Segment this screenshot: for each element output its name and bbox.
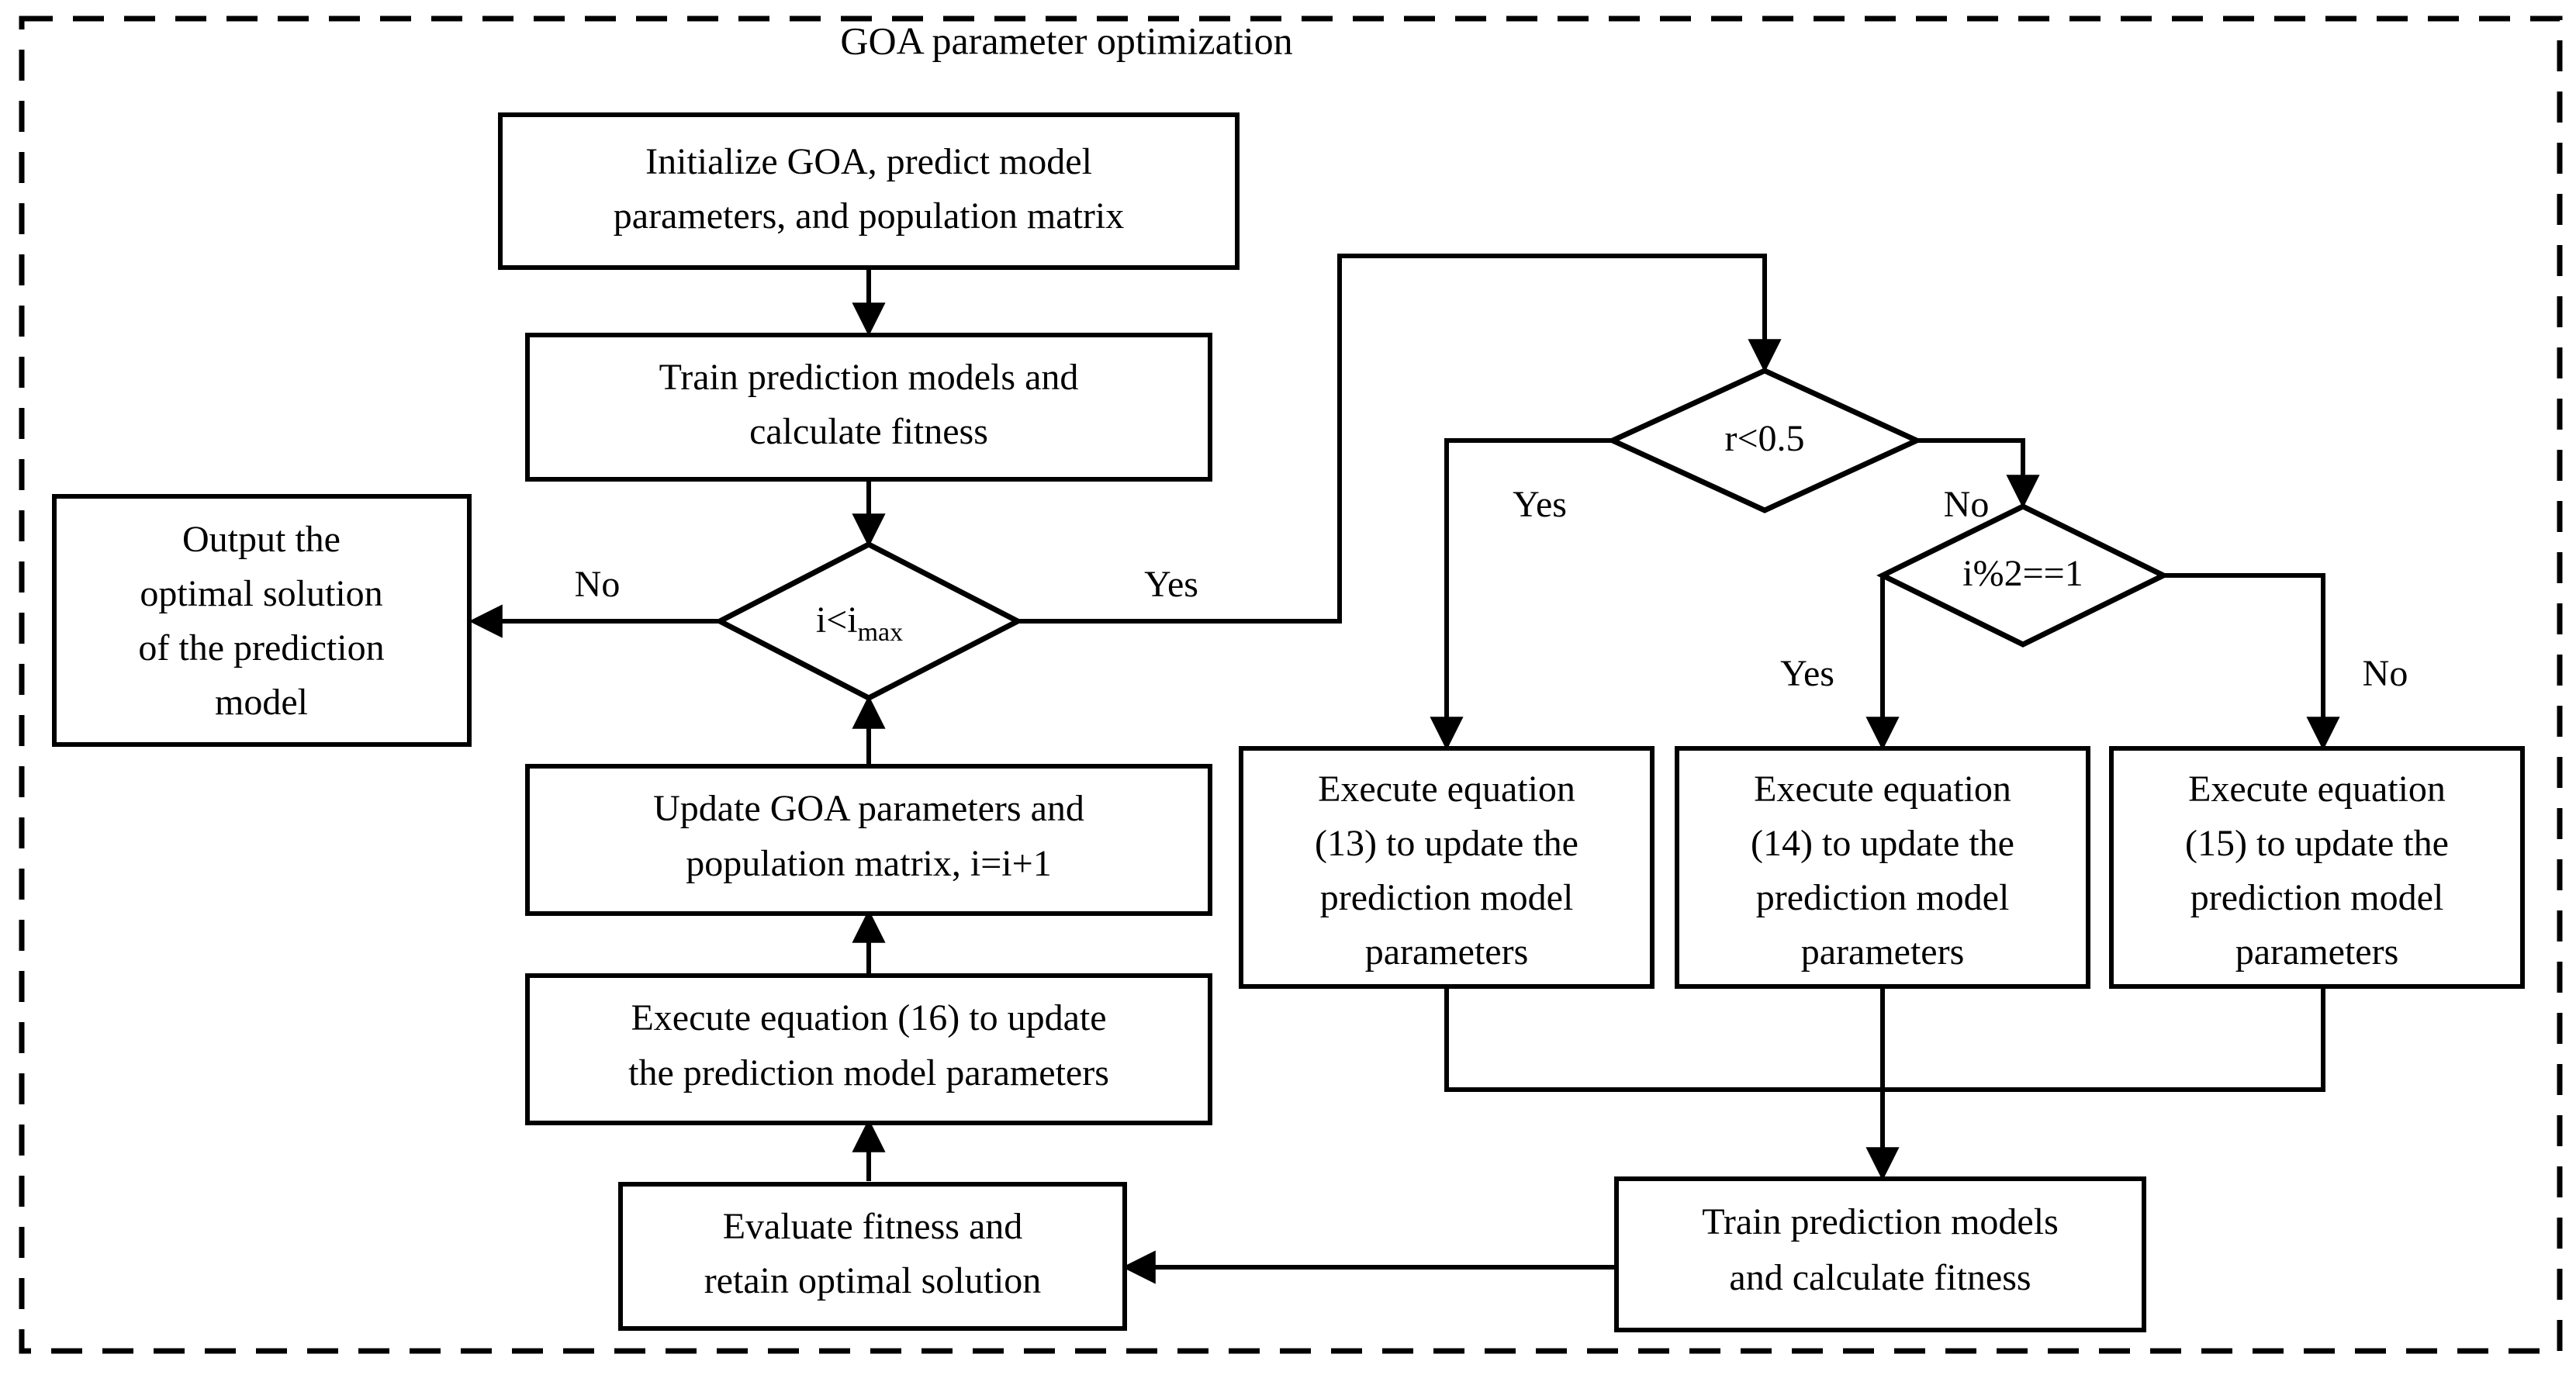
node-eq13-line-4: parameters	[1365, 931, 1529, 973]
node-eq15-line-4: parameters	[2235, 931, 2399, 973]
node-train2-line-1: Train prediction models	[1702, 1201, 2059, 1242]
edge-label-imod2-no: No	[2363, 653, 2408, 694]
node-initialize-goa-line-2: parameters, and population matrix	[614, 195, 1124, 237]
node-output-line-3: of the prediction	[138, 627, 384, 668]
node-output-line-2: optimal solution	[140, 573, 382, 614]
node-decision-i-lt-imax[interactable]: i<imax	[714, 541, 1024, 701]
node-train-prediction-models-2[interactable]: Train prediction models and calculate fi…	[1614, 1176, 2146, 1332]
node-eq15-line-2: (15) to update the	[2185, 823, 2449, 864]
node-eq16-line-1: Execute equation (16) to update	[631, 997, 1106, 1038]
node-eq16-line-2: the prediction model parameters	[628, 1052, 1109, 1093]
node-decision-r-lt-0-5[interactable]: r<0.5	[1606, 368, 1924, 513]
node-evaluate-fitness[interactable]: Evaluate fitness and retain optimal solu…	[618, 1182, 1127, 1331]
node-train1-line-1: Train prediction models and	[659, 357, 1079, 398]
node-update-goa-parameters[interactable]: Update GOA parameters and population mat…	[525, 764, 1212, 916]
connectors	[469, 254, 2340, 1284]
dashed-container-frame	[19, 16, 2563, 1354]
node-output-optimal-solution[interactable]: Output the optimal solution of the predi…	[52, 494, 472, 747]
edge-label-imax-no: No	[575, 564, 621, 605]
node-updategoa-line-1: Update GOA parameters and	[653, 788, 1084, 829]
node-train2-line-2: and calculate fitness	[1729, 1257, 2031, 1298]
node-evaluate-line-2: retain optimal solution	[704, 1260, 1042, 1301]
node-updategoa-line-2: population matrix, i=i+1	[686, 843, 1051, 884]
node-decision-i-mod-2[interactable]: i%2==1	[1876, 503, 2170, 648]
edge-label-r05-yes: Yes	[1513, 484, 1567, 525]
edge-imax-yes-to-r05	[1018, 254, 1782, 624]
node-execute-equation-16[interactable]: Execute equation (16) to update the pred…	[525, 973, 1212, 1125]
node-eq13-line-1: Execute equation	[1318, 769, 1575, 810]
edge-eq13-to-merge	[1444, 986, 1883, 1092]
node-decision-imax-subscript: max	[858, 618, 904, 647]
node-decision-imod2-label: i%2==1	[1962, 553, 2083, 594]
node-eq13-line-3: prediction model	[1320, 877, 1574, 918]
node-initialize-goa-line-1: Initialize GOA, predict model	[645, 141, 1092, 182]
node-execute-equation-13[interactable]: Execute equation (13) to update the pred…	[1239, 746, 1655, 989]
node-initialize-goa[interactable]: Initialize GOA, predict model parameters…	[498, 112, 1240, 270]
node-eq14-line-1: Execute equation	[1754, 769, 2011, 810]
edge-r05-yes-to-eq13	[1430, 438, 1613, 751]
node-evaluate-line-1: Evaluate fitness and	[723, 1206, 1023, 1247]
edge-label-imod2-yes: Yes	[1780, 653, 1834, 694]
node-output-line-4: model	[215, 682, 308, 723]
edge-labels: No Yes Yes No Yes No	[575, 484, 2408, 694]
node-decision-r05-label: r<0.5	[1724, 418, 1804, 459]
edge-r05-no-to-imod2	[1917, 438, 2040, 509]
node-decision-imax-label: i<imax	[816, 599, 903, 647]
node-eq15-line-1: Execute equation	[2188, 769, 2446, 810]
edge-label-imax-yes: Yes	[1144, 564, 1198, 605]
node-eq14-line-2: (14) to update the	[1751, 823, 2014, 864]
edge-imod2-no-to-eq15	[2163, 573, 2340, 751]
edge-label-r05-no: No	[1944, 484, 1990, 525]
node-eq14-line-4: parameters	[1801, 931, 1965, 973]
node-execute-equation-15[interactable]: Execute equation (15) to update the pred…	[2109, 746, 2525, 989]
node-train1-line-2: calculate fitness	[749, 411, 988, 452]
node-eq14-line-3: prediction model	[1756, 877, 2010, 918]
node-eq15-line-3: prediction model	[2190, 877, 2444, 918]
node-eq13-line-2: (13) to update the	[1315, 823, 1578, 864]
node-train-prediction-models-1[interactable]: Train prediction models and calculate fi…	[525, 333, 1212, 482]
node-output-line-1: Output the	[182, 519, 341, 560]
edge-eq15-to-merge	[1883, 986, 2325, 1092]
diagram-title: GOA parameter optimization	[840, 19, 1292, 62]
node-execute-equation-14[interactable]: Execute equation (14) to update the pred…	[1675, 746, 2090, 989]
